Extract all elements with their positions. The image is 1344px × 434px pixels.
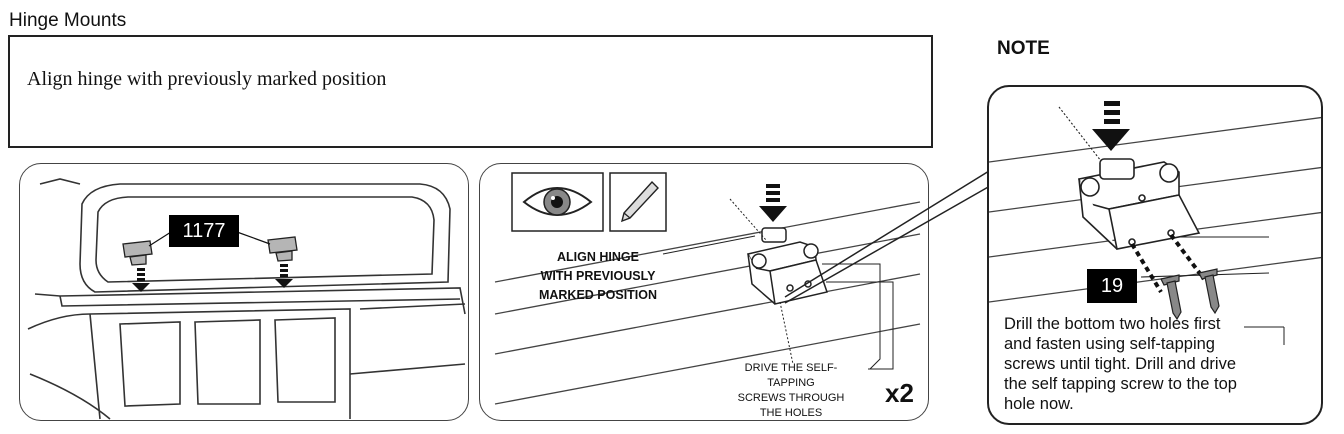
hinge-part [746, 227, 828, 305]
screw-icon-left [1160, 274, 1182, 321]
down-arrow [759, 184, 787, 222]
eye-icon [511, 172, 604, 232]
truck-overview-illustration: 1177 [19, 163, 469, 421]
quantity-label: x2 [885, 378, 914, 408]
down-arrow-left [132, 268, 150, 292]
hinge-closeup-drawing [989, 101, 1321, 345]
down-arrow [1092, 101, 1130, 151]
section-title: Hinge Mounts [9, 10, 127, 31]
drive-screws-callout: DRIVE THE SELF-TAPPING SCREWS THROUGH TH… [737, 362, 845, 419]
hinge-left [122, 240, 153, 266]
note-title: NOTE [997, 38, 1050, 59]
align-hinge-callout: ALIGN HINGE WITH PREVIOUSLY MARKED POSIT… [538, 250, 658, 302]
note-text: Drill the bottom two holes first and fas… [1004, 315, 1237, 413]
part-code-badge: 1177 [169, 215, 239, 247]
part-code-badge: 19 [1087, 269, 1137, 303]
pencil-icon [609, 172, 667, 232]
screw-icon-right [1198, 268, 1220, 315]
hinge-detail-illustration: ALIGN HINGE WITH PREVIOUSLY MARKED POSIT… [479, 163, 929, 421]
truck-bed-drawing [27, 178, 466, 420]
instruction-text: Align hinge with previously marked posit… [27, 68, 387, 90]
down-arrow-right [275, 264, 293, 288]
hinge-closeup [1077, 158, 1201, 250]
note-panel: 19 Drill the bottom two holes first and … [987, 85, 1323, 425]
hinge-right [267, 236, 298, 262]
instruction-box: Align hinge with previously marked posit… [8, 35, 933, 148]
